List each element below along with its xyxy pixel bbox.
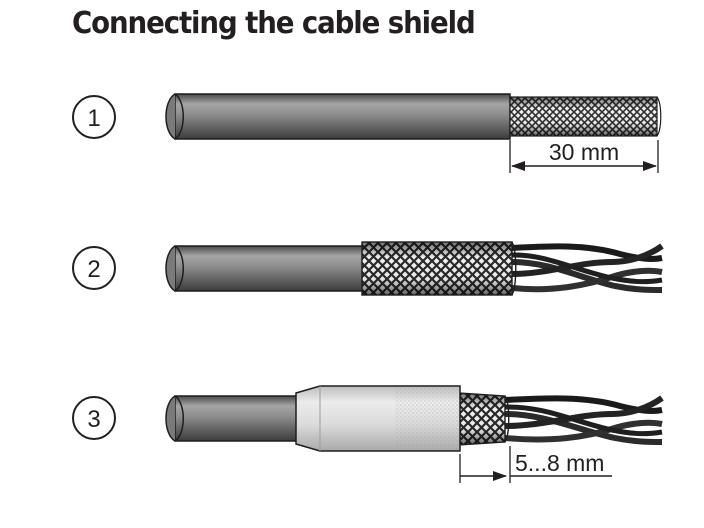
step-1-cable <box>165 93 662 140</box>
step-3-cable <box>165 395 306 442</box>
step-1-shield-braid <box>509 96 662 137</box>
step-1-number-badge: 1 <box>72 95 116 139</box>
step-1-number: 1 <box>87 105 100 132</box>
step-2-number: 2 <box>87 256 100 283</box>
step-3-dimension: 5...8 mm <box>459 446 612 483</box>
step-1-dimension-label: 30 mm <box>549 139 619 165</box>
step-2-number-badge: 2 <box>72 246 116 290</box>
step-3: 3 5...8 mm <box>72 385 664 483</box>
step-3-number-badge: 3 <box>72 396 116 440</box>
step-2-cable <box>165 245 366 292</box>
step-3-heat-shrink-sleeve <box>295 385 461 452</box>
step-3-dimension-label: 5...8 mm <box>515 450 604 476</box>
step-2: 2 <box>72 241 664 296</box>
step-3-number: 3 <box>87 406 100 433</box>
step-1: 1 30 mm <box>72 93 662 173</box>
step-3-shield-braid-exposed <box>457 392 510 446</box>
page-title: Connecting the cable shield <box>72 6 476 41</box>
step-1-dimension: 30 mm <box>509 139 659 173</box>
step-2-shield-braid-folded <box>361 241 517 296</box>
step-3-wires <box>504 395 664 445</box>
step-2-wires <box>511 243 664 293</box>
